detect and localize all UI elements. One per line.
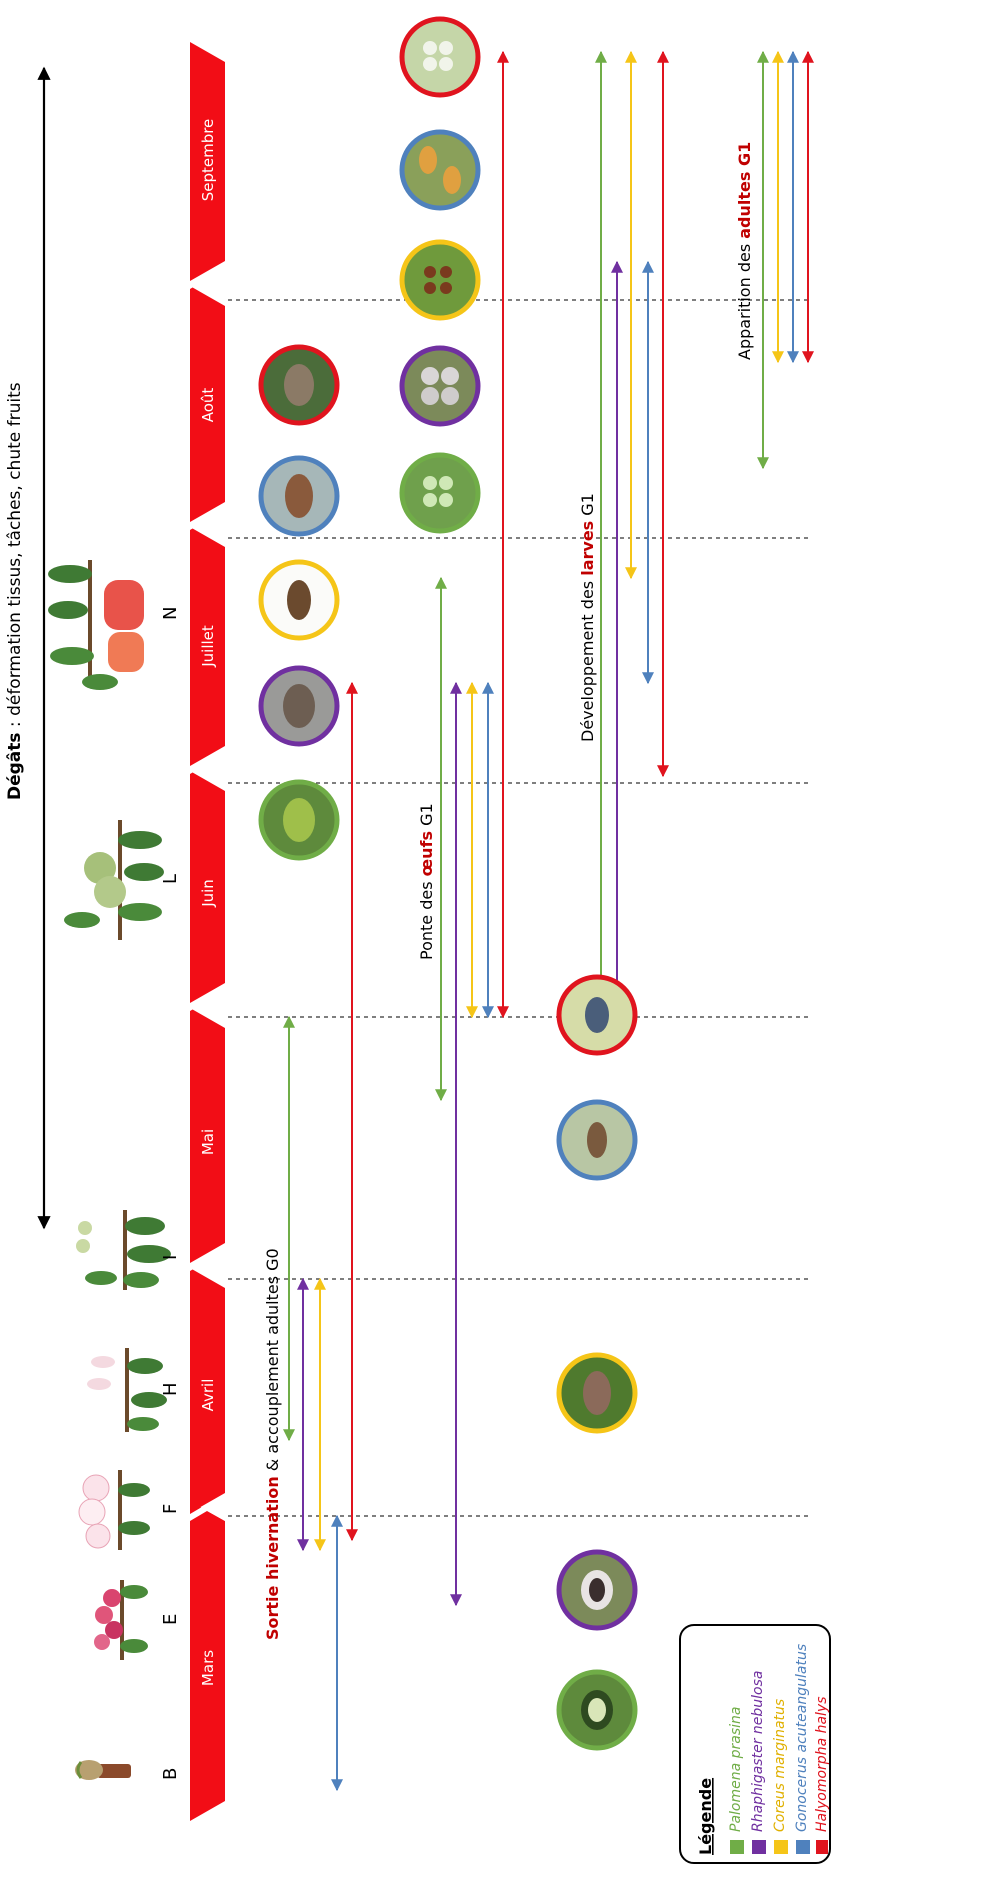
month-label-juin: Juin bbox=[199, 879, 217, 908]
stage-l-green-fruit-icon bbox=[64, 820, 164, 940]
eggs-green-icon bbox=[402, 455, 478, 531]
legend: Légende Palomena prasina Rhaphigaster ne… bbox=[680, 1625, 830, 1863]
larva-photos bbox=[559, 977, 635, 1748]
legend-swatch-halyomorpha bbox=[816, 1840, 828, 1854]
damage-label-bold: Dégâts bbox=[5, 732, 25, 800]
legend-label-gonocerus: Gonocerus acuteangulatus bbox=[794, 1644, 810, 1832]
damage-label: Dégâts : déformation tissus, tâches, chu… bbox=[5, 382, 25, 800]
adult-green-icon bbox=[261, 782, 337, 858]
legend-swatch-palomena bbox=[730, 1840, 744, 1854]
month-label-aout: Août bbox=[199, 388, 217, 423]
eggs-blue-icon bbox=[402, 132, 478, 208]
larva-purple-icon bbox=[559, 1552, 635, 1628]
phase-label-adults: Apparition des adultes G1 bbox=[735, 142, 754, 360]
stage-label-b: B bbox=[160, 1768, 181, 1780]
adult-yellow-icon bbox=[261, 562, 337, 638]
phase-label-wintering: Sortie hivernation & accouplement adulte… bbox=[263, 1248, 282, 1640]
stage-h-petal-fall-icon bbox=[87, 1348, 167, 1432]
adults-arrows bbox=[763, 52, 808, 468]
larvae-bold: larves bbox=[578, 521, 597, 576]
eggs-red-icon bbox=[402, 19, 478, 95]
stage-i-fruit-set-icon bbox=[76, 1210, 171, 1290]
stage-b-bud-icon bbox=[75, 1760, 131, 1780]
eggs-part1: Ponte des bbox=[417, 876, 436, 960]
egg-photos bbox=[402, 19, 478, 531]
month-label-mars: Mars bbox=[199, 1650, 217, 1686]
stage-letters: B E F H I L N bbox=[160, 607, 181, 1780]
larvae-part3: G1 bbox=[578, 493, 597, 521]
adult-blue-icon bbox=[261, 458, 337, 534]
stage-label-l: L bbox=[160, 874, 181, 884]
eggs-bold: œufs bbox=[417, 831, 436, 876]
adult-photos bbox=[261, 347, 337, 858]
month-band bbox=[190, 42, 225, 1821]
legend-label-halyomorpha: Halyomorpha halys bbox=[814, 1696, 830, 1832]
eggs-purple-icon bbox=[402, 348, 478, 424]
stage-label-n: N bbox=[160, 607, 181, 620]
adults-part1: Apparition des bbox=[735, 239, 754, 360]
larva-green-icon bbox=[559, 1672, 635, 1748]
legend-swatch-gonocerus bbox=[796, 1840, 810, 1854]
legend-label-palomena: Palomena prasina bbox=[728, 1707, 744, 1833]
legend-label-coreus: Coreus marginatus bbox=[772, 1699, 788, 1832]
wintering-bold-2: hivernation bbox=[263, 1476, 282, 1580]
stage-n-ripe-fruit-icon bbox=[48, 560, 144, 690]
month-label-juillet: Juillet bbox=[199, 625, 217, 668]
larva-red-icon bbox=[559, 977, 635, 1053]
stage-label-i: I bbox=[160, 1255, 181, 1260]
eggs-yellow-icon bbox=[402, 242, 478, 318]
damage-label-text: : déformation tissus, tâches, chute frui… bbox=[5, 382, 25, 732]
larva-blue-icon bbox=[559, 1102, 635, 1178]
wintering-bold: Sortie bbox=[263, 1580, 282, 1640]
larva-yellow-icon bbox=[559, 1355, 635, 1431]
damage-arrow-group: Dégâts : déformation tissus, tâches, chu… bbox=[5, 68, 44, 1228]
legend-swatch-coreus bbox=[774, 1840, 788, 1854]
stage-illustrations bbox=[48, 560, 171, 1780]
month-label-mai: Mai bbox=[199, 1129, 217, 1155]
phase-label-larvae: Développement des larves G1 bbox=[578, 493, 597, 742]
stage-e-pink-buds-icon bbox=[94, 1580, 148, 1660]
legend-swatch-rhaphigaster bbox=[752, 1840, 766, 1854]
adult-red-icon bbox=[261, 347, 337, 423]
month-label-avril: Avril bbox=[199, 1379, 217, 1412]
month-label-septembre: Septembre bbox=[199, 119, 217, 202]
larvae-arrows bbox=[601, 52, 663, 1017]
stage-label-e: E bbox=[160, 1614, 181, 1625]
legend-title: Légende bbox=[696, 1778, 715, 1855]
phase-label-eggs: Ponte des œufs G1 bbox=[417, 803, 436, 960]
adult-purple-icon bbox=[261, 668, 337, 744]
stage-label-h: H bbox=[160, 1382, 181, 1396]
legend-label-rhaphigaster: Rhaphigaster nebulosa bbox=[750, 1671, 766, 1832]
eggs-part3: G1 bbox=[417, 803, 436, 831]
wintering-rest: & accouplement adultes G0 bbox=[263, 1248, 282, 1476]
larvae-part1: Développement des bbox=[578, 576, 597, 742]
adults-bold: adultes G1 bbox=[735, 142, 754, 239]
stage-f-flowers-icon bbox=[79, 1470, 150, 1550]
stage-label-f: F bbox=[160, 1504, 181, 1514]
